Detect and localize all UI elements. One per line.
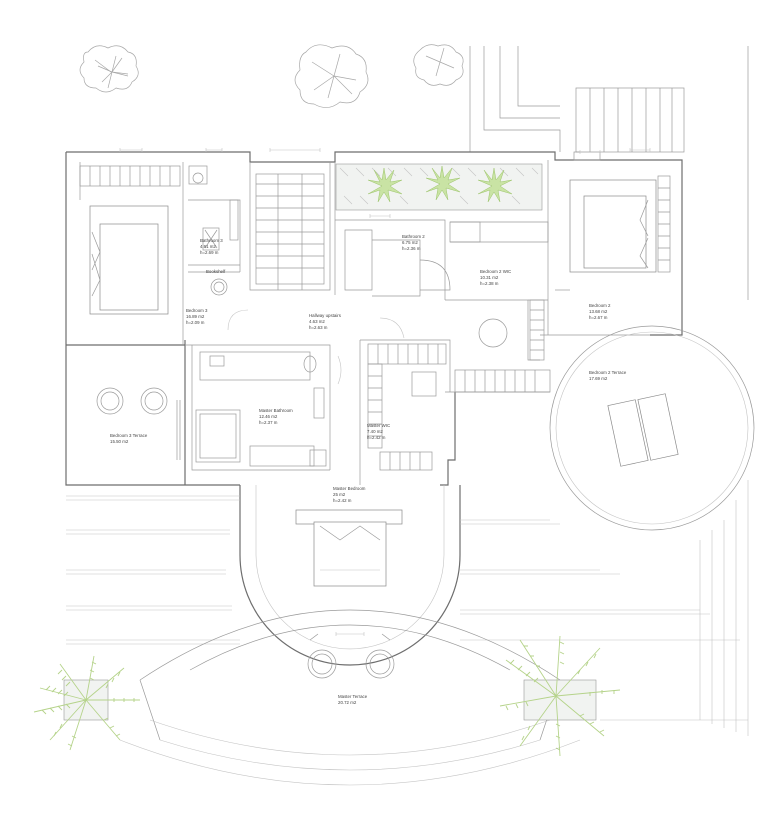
svg-text:h=2.42 m: h=2.42 m bbox=[367, 435, 386, 440]
svg-text:12.46 m2: 12.46 m2 bbox=[259, 414, 278, 419]
svg-text:Bedroom 3: Bedroom 3 bbox=[186, 308, 208, 313]
terrace-chairs bbox=[96, 387, 181, 460]
planter bbox=[63, 679, 597, 721]
palm-icon bbox=[33, 655, 140, 751]
svg-text:Hallway upstairs: Hallway upstairs bbox=[309, 313, 342, 318]
svg-text:h=2.36 m: h=2.36 m bbox=[402, 246, 421, 251]
room-label-bedroom2: Bedroom 2 13.68 m2 h=2.67 m bbox=[589, 303, 611, 320]
room-label-bookshelf: Bookshelf bbox=[206, 269, 226, 274]
bed-icon bbox=[569, 179, 657, 273]
wic-shelving bbox=[449, 221, 545, 361]
room-label-master-bedroom: Master Bedroom 25 m2 h=2.42 m bbox=[333, 486, 366, 503]
room-label-bathroom3: Bathroom 3 4.91 m2 h=2.69 m bbox=[200, 238, 223, 255]
palm-icon bbox=[477, 167, 513, 203]
room-label-master-wic: Master WIC 7.40 m2 h=2.42 m bbox=[367, 423, 390, 440]
svg-text:Master WIC: Master WIC bbox=[367, 423, 390, 428]
svg-text:20.72 m2: 20.72 m2 bbox=[338, 700, 357, 705]
svg-text:Bathroom 3: Bathroom 3 bbox=[200, 238, 223, 243]
svg-text:h=2.63 m: h=2.63 m bbox=[309, 325, 328, 330]
palm-icon bbox=[425, 165, 461, 201]
room-label-hallway: Hallway upstairs 4.63 m2 h=2.63 m bbox=[309, 313, 342, 330]
svg-text:h=2.37 m: h=2.37 m bbox=[259, 420, 278, 425]
room-label-bedroom3-terrace: Bedroom 3 Terrace 15.50 m2 bbox=[110, 433, 148, 444]
room-label-bedroom2-wic: Bedroom 2 WIC 10.31 m2 h=2.38 m bbox=[480, 269, 511, 286]
svg-text:Bedroom 2 WIC: Bedroom 2 WIC bbox=[480, 269, 511, 274]
svg-text:Bathroom 2: Bathroom 2 bbox=[402, 234, 425, 239]
master-terrace-outline bbox=[119, 609, 581, 786]
staircase bbox=[255, 173, 325, 290]
svg-text:4.63 m2: 4.63 m2 bbox=[309, 319, 325, 324]
svg-text:7.40 m2: 7.40 m2 bbox=[367, 429, 383, 434]
round-table bbox=[478, 318, 508, 348]
svg-text:Bookshelf: Bookshelf bbox=[206, 269, 226, 274]
svg-text:h=2.67 m: h=2.67 m bbox=[589, 315, 608, 320]
master-bedroom-outline bbox=[239, 485, 461, 666]
tree-icon bbox=[413, 44, 464, 86]
bedroom2-terrace-outline bbox=[549, 325, 755, 531]
master-bathroom-fixtures bbox=[195, 351, 327, 467]
svg-text:h=2.69 m: h=2.69 m bbox=[200, 250, 219, 255]
svg-text:16.89 m2: 16.89 m2 bbox=[186, 314, 205, 319]
palm-icon bbox=[367, 167, 403, 203]
room-label-master-terrace: Master Terrace 20.72 m2 bbox=[338, 694, 368, 705]
sunlounger-icon bbox=[607, 393, 679, 467]
svg-text:Bedroom 2: Bedroom 2 bbox=[589, 303, 611, 308]
tree-icon bbox=[294, 44, 369, 108]
svg-text:h=2.38 m: h=2.38 m bbox=[480, 281, 499, 286]
bed-icon bbox=[89, 205, 169, 315]
svg-text:6.75 m2: 6.75 m2 bbox=[402, 240, 418, 245]
armchair-icon bbox=[307, 649, 337, 679]
svg-text:13.68 m2: 13.68 m2 bbox=[589, 309, 608, 314]
svg-text:25 m2: 25 m2 bbox=[333, 492, 346, 497]
svg-text:Bedroom 3 Terrace: Bedroom 3 Terrace bbox=[110, 433, 148, 438]
svg-text:Master Terrace: Master Terrace bbox=[338, 694, 368, 699]
palm-icon bbox=[499, 635, 621, 757]
bed-icon bbox=[295, 509, 403, 587]
bedroom3-wardrobe bbox=[79, 165, 181, 187]
svg-text:17.69 m2: 17.69 m2 bbox=[589, 376, 608, 381]
terrace-stripes bbox=[66, 480, 749, 736]
svg-text:Bedroom 2 Terrace: Bedroom 2 Terrace bbox=[589, 370, 627, 375]
dimension-marks bbox=[119, 148, 651, 636]
room-label-bedroom2-terrace: Bedroom 2 Terrace 17.69 m2 bbox=[589, 370, 627, 381]
armchair-icon bbox=[210, 278, 228, 296]
svg-text:4.91 m2: 4.91 m2 bbox=[200, 244, 216, 249]
master-wic-shelving bbox=[367, 343, 551, 471]
armchair-icon bbox=[365, 649, 395, 679]
svg-text:h=2.09 m: h=2.09 m bbox=[186, 320, 205, 325]
room-label-bedroom3: Bedroom 3 16.89 m2 h=2.09 m bbox=[186, 308, 208, 325]
room-label-master-bathroom: Master Bathroom 12.46 m2 h=2.37 m bbox=[259, 408, 293, 425]
svg-text:10.31 m2: 10.31 m2 bbox=[480, 275, 499, 280]
exterior-walls bbox=[65, 151, 683, 486]
svg-text:Master Bathroom: Master Bathroom bbox=[259, 408, 293, 413]
tree-icon bbox=[79, 45, 139, 93]
svg-text:15.50 m2: 15.50 m2 bbox=[110, 439, 129, 444]
svg-text:Master Bedroom: Master Bedroom bbox=[333, 486, 366, 491]
room-label-bathroom2: Bathroom 2 6.75 m2 h=2.36 m bbox=[402, 234, 425, 251]
svg-text:h=2.42 m: h=2.42 m bbox=[333, 498, 352, 503]
door-swings bbox=[227, 309, 405, 385]
bathroom3-fixtures bbox=[188, 165, 239, 251]
